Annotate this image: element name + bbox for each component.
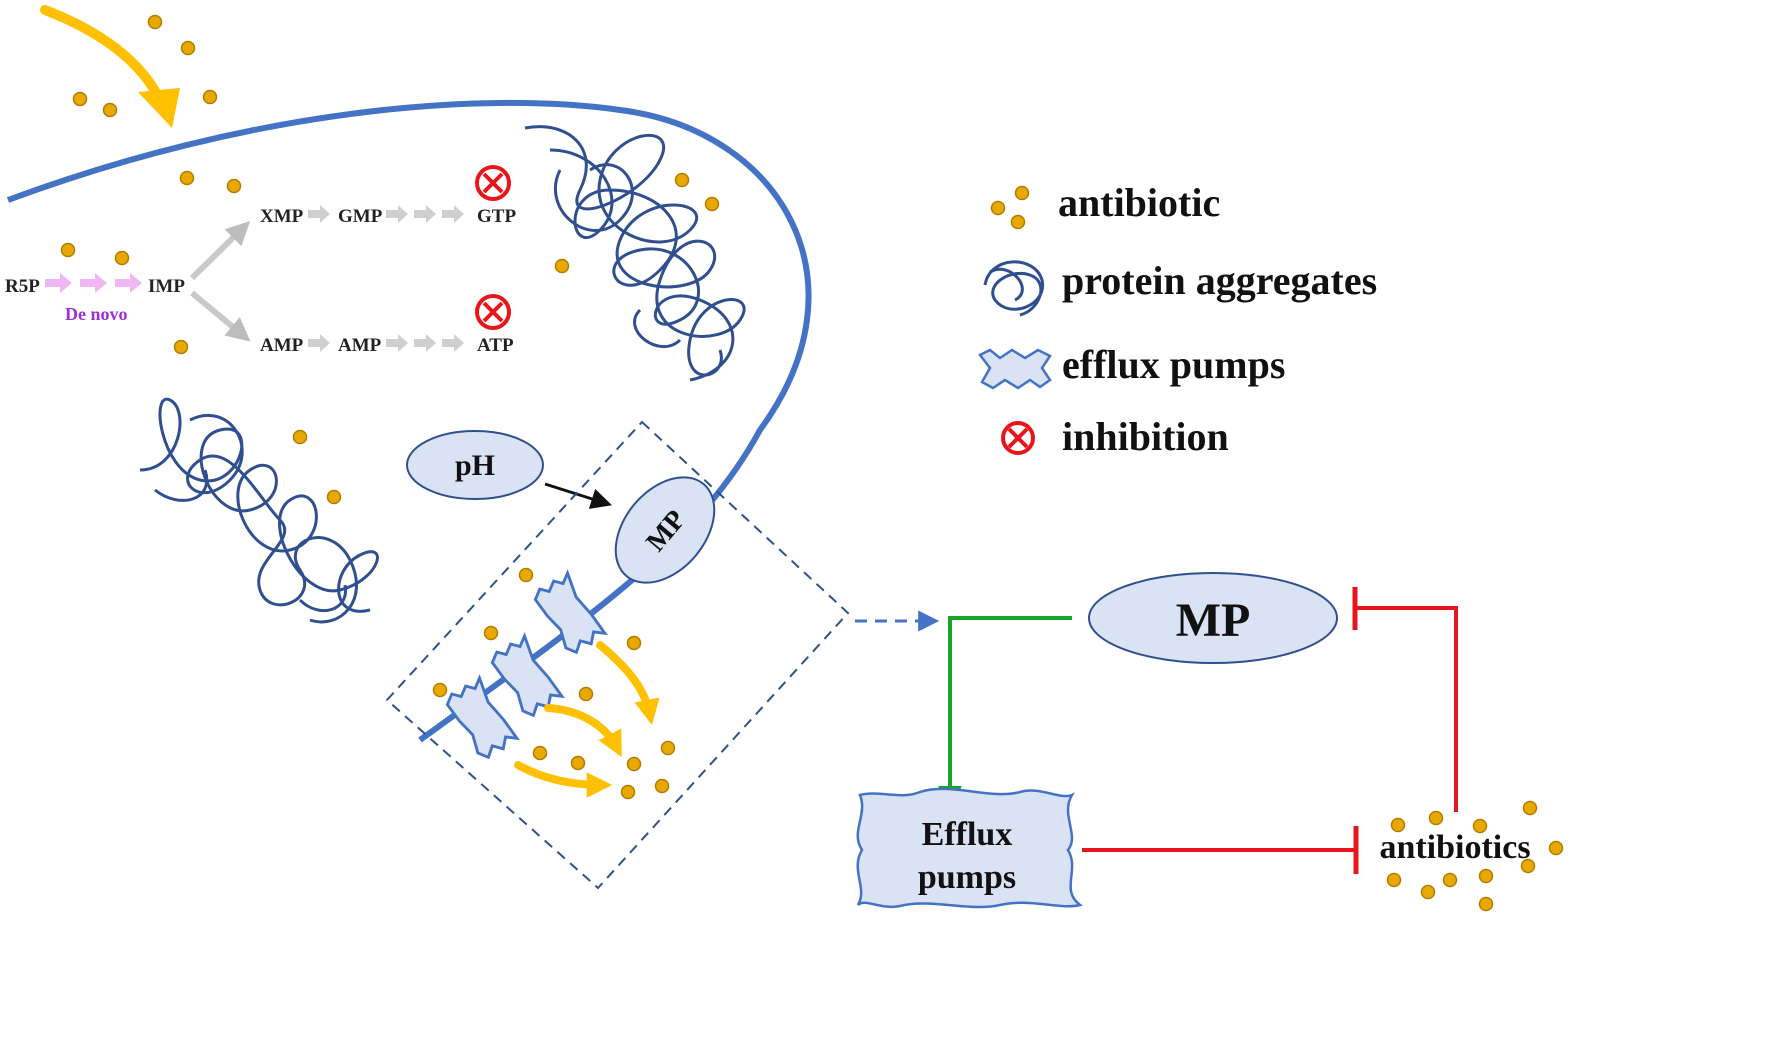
mp-node-large: MP (1088, 572, 1338, 664)
inhibition-icon-atp (475, 294, 511, 330)
imp-label: IMP (148, 276, 185, 297)
amp-label-1: AMP (260, 335, 304, 356)
r5p-label: R5P (5, 276, 40, 297)
inhibition-icon-gtp (475, 165, 511, 201)
efflux-pumps-node: Efflux pumps (856, 787, 1083, 909)
antibiotics-inhibit-mp-line (1356, 606, 1458, 812)
legend-inhibition-icon (1001, 421, 1035, 455)
legend-antibiotic-icon (990, 185, 1030, 230)
mp-large-label: MP (1176, 594, 1251, 647)
de-novo-label: De novo (65, 304, 128, 324)
protein-aggregate-left (139, 397, 379, 624)
mp-activates-efflux-arrow (938, 616, 1072, 810)
zoom-region-outline (385, 420, 850, 890)
legend-efflux-pump-icon (978, 348, 1052, 390)
xmp-gmp-arrow (308, 205, 330, 223)
antibiotic-dots (60, 14, 720, 800)
efflux-pump-1 (530, 570, 608, 659)
efflux-flow-arrows (514, 641, 660, 798)
atp-label: ATP (477, 335, 514, 356)
cell-membrane (6, 99, 812, 743)
antibiotic-entry-arrowhead (138, 88, 180, 128)
imp-to-amp-arrow (190, 290, 251, 342)
xmp-label: XMP (260, 206, 304, 227)
ph-node: pH (406, 430, 544, 500)
legend-antibiotic-label: antibiotic (1058, 180, 1220, 225)
ph-label: pH (455, 449, 495, 482)
efflux-label-line1: Efflux (922, 816, 1013, 853)
efflux-pump-3 (442, 675, 520, 764)
legend-inhibition-label: inhibition (1062, 414, 1229, 459)
protein-aggregate-top (524, 125, 746, 382)
amp-atp-arrows (386, 334, 464, 352)
de-novo-arrows (45, 273, 142, 293)
antibiotics-cluster-dots (1386, 800, 1564, 912)
legend-efflux-pumps-label: efflux pumps (1062, 342, 1285, 387)
antibiotics-label: antibiotics (1379, 829, 1530, 866)
imp-to-xmp-arrow (189, 220, 251, 281)
mp-node-membrane: MP (614, 476, 716, 584)
legend-protein-aggregate-icon (983, 260, 1045, 317)
legend: antibiotic protein aggregates efflux pum… (978, 180, 1377, 459)
feedback-loop: MP Efflux pumps antibiotics (856, 572, 1564, 912)
amp-label-2: AMP (338, 335, 382, 356)
purine-pathway: R5P IMP De novo XMP GMP GTP AMP AMP ATP (5, 165, 516, 356)
gmp-label: GMP (338, 206, 383, 227)
gtp-label: GTP (477, 206, 516, 227)
amp-amp-arrow (308, 334, 330, 352)
efflux-label-line2: pumps (918, 859, 1016, 896)
gmp-gtp-arrows (386, 205, 464, 223)
legend-protein-aggregates-label: protein aggregates (1062, 258, 1377, 303)
